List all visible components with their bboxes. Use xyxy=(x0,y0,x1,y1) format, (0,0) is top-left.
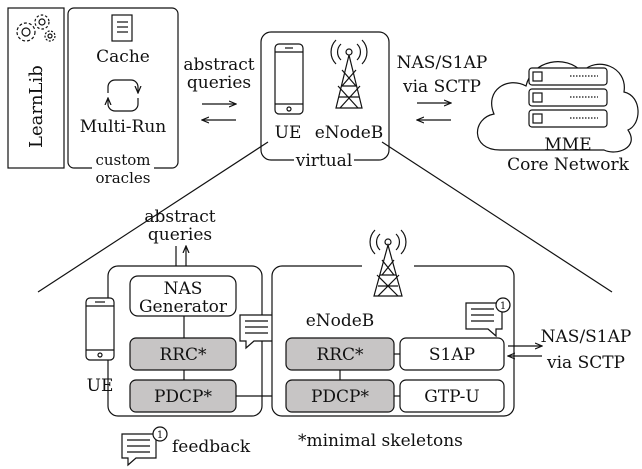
ue-label: UE xyxy=(275,123,302,143)
sctp-arrows-bottom xyxy=(508,346,542,356)
gears-icon xyxy=(16,14,56,42)
custom-oracles-label: custom xyxy=(95,151,150,169)
ue-rrc-label: RRC* xyxy=(159,345,207,365)
mme-label: MME xyxy=(544,135,591,155)
nas-s1ap-label-bottom-2: via SCTP xyxy=(546,353,625,373)
nas-generator-label: NAS xyxy=(164,279,203,299)
gtpu-label: GTP-U xyxy=(424,387,480,407)
ue-pdcp-label: PDCP* xyxy=(154,387,213,407)
nas-s1ap-label: NAS/S1AP xyxy=(397,53,488,73)
badge-number-enodeb: 1 xyxy=(500,301,506,312)
virtual-box: UE eNodeB virtual xyxy=(260,31,390,171)
cache-label: Cache xyxy=(96,47,150,67)
enodeb-label-bottom: eNodeB xyxy=(306,311,375,331)
custom-oracles-label-2: oracles xyxy=(96,169,151,187)
feedback-label: feedback xyxy=(172,437,251,457)
abstract-queries-label: abstract xyxy=(183,55,254,75)
virtual-label: virtual xyxy=(295,151,353,171)
enodeb-label: eNodeB xyxy=(315,123,384,143)
ue-label-bottom: UE xyxy=(87,376,114,396)
core-network-label: Core Network xyxy=(507,155,630,175)
feedback-legend-icon: 1 xyxy=(121,426,168,467)
enodeb-stack-box: eNodeB RRC* PDCP* S1AP GTP-U xyxy=(271,265,515,417)
query-arrows xyxy=(202,104,236,120)
enb-rrc-label: RRC* xyxy=(316,345,364,365)
custom-oracles-box: Cache Multi-Run custom oracles xyxy=(67,7,179,187)
enb-pdcp-label: PDCP* xyxy=(311,387,370,407)
loop-icon xyxy=(108,79,138,112)
sctp-arrows xyxy=(417,103,451,120)
abstract-queries-label-bottom-2: queries xyxy=(148,225,212,245)
chat-bubble-icon-enodeb: 1 xyxy=(465,297,511,338)
feedback-badge: 1 xyxy=(157,430,163,441)
nas-s1ap-label-bottom: NAS/S1AP xyxy=(541,327,632,347)
zoom-lines xyxy=(37,141,613,293)
scroll-icon xyxy=(111,14,133,42)
nas-generator-label-2: Generator xyxy=(139,297,228,317)
phone-icon-small xyxy=(85,297,115,361)
antenna-tower-icon-bottom xyxy=(362,226,414,297)
core-network-cloud: MME Core Network xyxy=(476,61,639,175)
phone-icon xyxy=(274,43,304,115)
abstract-queries-label-bottom: abstract xyxy=(144,207,215,227)
ue-stack-box: NAS Generator RRC* PDCP* xyxy=(107,265,263,417)
antenna-tower-icon xyxy=(330,39,368,109)
s1ap-label: S1AP xyxy=(429,345,475,365)
abstract-queries-label-2: queries xyxy=(187,73,251,93)
learnlib-box: LearnLib xyxy=(7,7,65,169)
server-icon xyxy=(528,67,608,128)
minimal-skeletons-label: *minimal skeletons xyxy=(298,431,463,451)
nas-s1ap-label-2: via SCTP xyxy=(402,77,481,97)
multirun-label: Multi-Run xyxy=(80,117,167,137)
learnlib-label: LearnLib xyxy=(26,65,47,148)
